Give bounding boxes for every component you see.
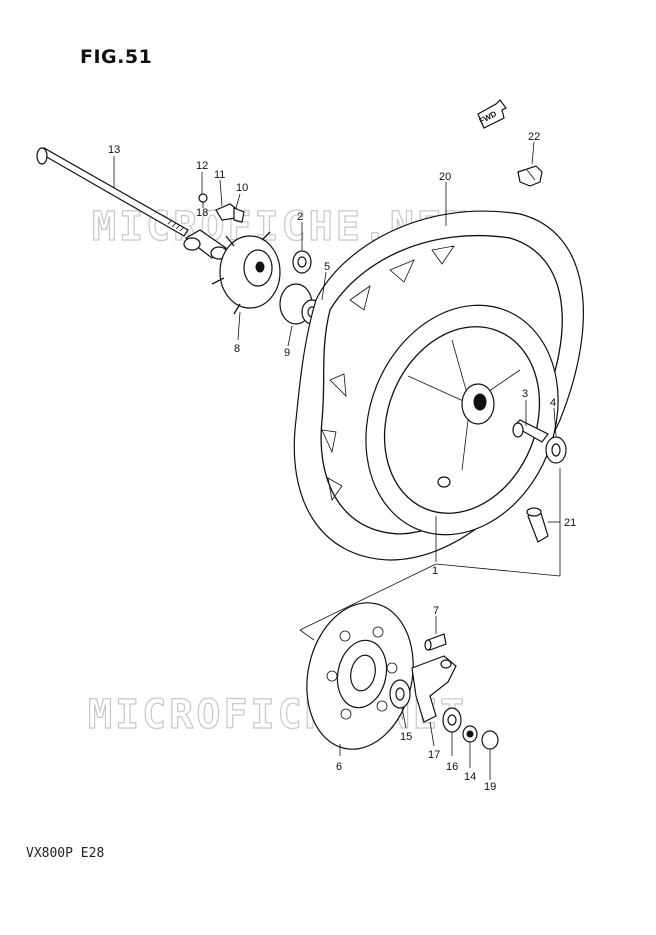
callout-20: 20 xyxy=(439,171,451,183)
callout-19: 19 xyxy=(484,781,496,793)
valve-part-21 xyxy=(526,507,549,543)
callout-13: 13 xyxy=(108,144,120,156)
callout-9: 9 xyxy=(284,347,290,359)
figure-title: FIG.51 xyxy=(80,46,153,68)
bearing-part-15 xyxy=(389,679,411,709)
callout-11: 11 xyxy=(214,169,225,181)
spacer-part-18 xyxy=(183,229,228,260)
callout-2: 2 xyxy=(297,211,303,223)
callout-1: 1 xyxy=(432,565,438,577)
bolt-part-7 xyxy=(424,633,447,651)
callout-10: 10 xyxy=(236,182,248,194)
leader-lines xyxy=(113,141,561,780)
callout-6: 6 xyxy=(336,761,342,773)
callout-22: 22 xyxy=(528,131,540,143)
model-code: VX800P E28 xyxy=(26,846,105,861)
wheel-tyre-assembly xyxy=(293,210,584,561)
callout-12: 12 xyxy=(196,160,208,172)
bolt-part-12 xyxy=(198,193,208,208)
callout-18: 18 xyxy=(196,207,208,219)
clip-part-22 xyxy=(517,165,543,187)
spacer-part-3 xyxy=(512,419,549,443)
nut-part-14 xyxy=(462,725,478,743)
callout-15: 15 xyxy=(400,731,412,743)
cap-part-19 xyxy=(481,730,499,750)
hub-part-8 xyxy=(211,231,281,315)
callout-7: 7 xyxy=(433,605,439,617)
callout-8: 8 xyxy=(234,343,240,355)
callout-21: 21 xyxy=(564,517,576,529)
bearing-part-4 xyxy=(545,436,567,464)
callout-numbers: 13 12 11 10 18 2 5 9 8 20 22 3 4 21 1 7 … xyxy=(108,131,576,793)
bracket-part-17 xyxy=(411,655,457,723)
callout-3: 3 xyxy=(522,388,528,400)
fwd-arrow-icon: FWD xyxy=(477,99,507,129)
callout-17: 17 xyxy=(428,749,440,761)
callout-4: 4 xyxy=(550,397,556,409)
bearing-part-2 xyxy=(292,250,312,274)
clip-part-10-11 xyxy=(215,203,245,223)
bearing-part-16 xyxy=(442,707,462,733)
callout-14: 14 xyxy=(464,771,476,783)
callout-5: 5 xyxy=(324,261,330,273)
axle-part-13 xyxy=(36,147,189,237)
callout-16: 16 xyxy=(446,761,458,773)
brake-disc-part-6 xyxy=(306,602,414,750)
